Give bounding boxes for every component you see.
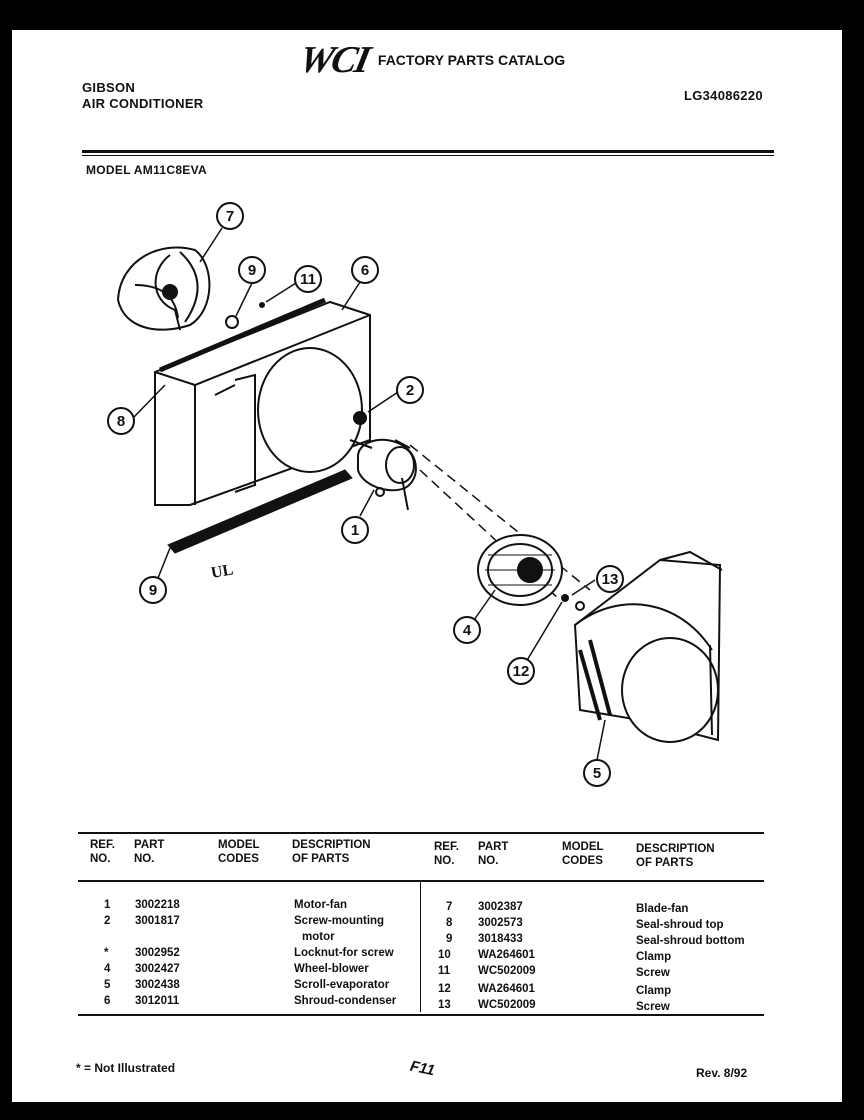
- table-bottom-rule: [78, 1014, 764, 1016]
- callout-13: [596, 565, 624, 593]
- header-rule: [82, 150, 774, 153]
- table-top-rule: [78, 832, 764, 834]
- table-header-rule: [78, 880, 764, 882]
- header-ref: REF.NO.: [90, 839, 115, 865]
- callout-label: 6: [361, 262, 369, 279]
- catalog-title: FACTORY PARTS CATALOG: [377, 52, 566, 68]
- revision-date: Rev. 8/92: [696, 1066, 748, 1080]
- header-ref: REF.NO.: [434, 841, 459, 867]
- header-rule-thin: [82, 155, 774, 156]
- callout-label: 2: [406, 382, 414, 399]
- blower-wheel-illustration: [477, 534, 585, 611]
- shroud-condenser-illustration: [154, 297, 371, 554]
- table-divider: [420, 882, 421, 1012]
- callout-5: [583, 759, 611, 787]
- callout-label: 4: [463, 622, 472, 639]
- scroll-evaporator-illustration: [573, 550, 723, 743]
- callout-2: [396, 376, 424, 404]
- callout-label: 1: [351, 522, 359, 539]
- callout-label: 13: [602, 571, 619, 588]
- callout-label: 9: [149, 582, 157, 599]
- catalog-number: LG34086220: [684, 88, 763, 103]
- fan-motor-illustration: [349, 411, 591, 601]
- callout-label: 8: [117, 413, 125, 430]
- callout-1: [341, 516, 369, 544]
- callout-label: 5: [593, 765, 601, 782]
- callout-9-top: [238, 256, 266, 284]
- callout-6: [351, 256, 379, 284]
- callout-4: [453, 616, 481, 644]
- callout-7: [216, 202, 244, 230]
- fan-blade-illustration: [116, 246, 211, 331]
- svg-text:UL: UL: [210, 561, 235, 582]
- callout-label: 7: [226, 208, 234, 225]
- brand-name: GIBSON: [82, 80, 136, 95]
- catalog-brand: WCI FACTORY PARTS CATALOG: [296, 38, 566, 82]
- not-illustrated-note: * = Not Illustrated: [76, 1061, 176, 1075]
- callout-label: 11: [300, 271, 316, 288]
- callout-12: [507, 657, 535, 685]
- callout-label: 12: [513, 663, 530, 680]
- exploded-parts-diagram: UL 7 9 11 6 8 2 1 9 4 13 12 5: [107, 202, 723, 787]
- callout-9-bottom: [139, 576, 167, 604]
- callout-11: [294, 265, 322, 293]
- model-number: MODEL AM11C8EVA: [86, 163, 207, 177]
- product-type: AIR CONDITIONER: [82, 96, 204, 111]
- callout-label: 9: [248, 262, 256, 279]
- callout-8: [107, 407, 135, 435]
